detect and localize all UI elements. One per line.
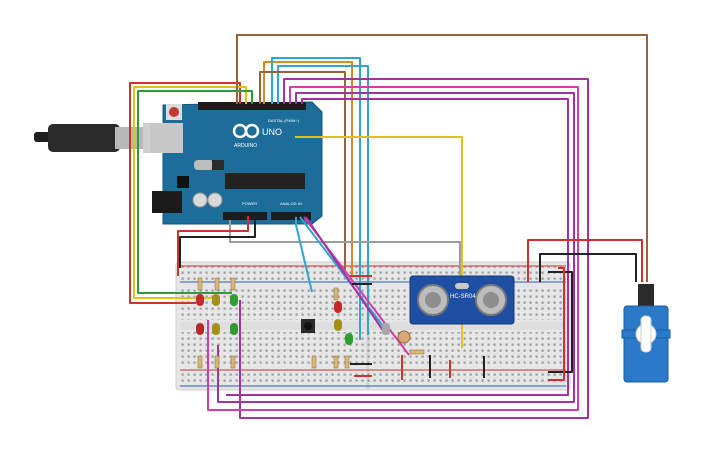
resistors[interactable]: [197, 277, 425, 369]
board-brand-label: ARDUINO: [234, 143, 257, 149]
reset-button[interactable]: [166, 104, 182, 120]
sensor-model-label: HC-SR04: [450, 294, 476, 300]
led-array[interactable]: [196, 294, 353, 345]
wires[interactable]: [129, 34, 648, 419]
led-red[interactable]: [334, 301, 342, 313]
digital-header-label: DIGITAL (PWM~): [268, 118, 300, 123]
pushbutton-icon[interactable]: [301, 319, 315, 333]
analog-header-label: ANALOG IN: [280, 201, 302, 206]
led-green[interactable]: [345, 333, 353, 345]
led-red[interactable]: [196, 294, 204, 306]
led-green[interactable]: [230, 323, 238, 335]
led-green[interactable]: [230, 294, 238, 306]
ultrasonic-sensor-icon[interactable]: HC-SR04: [409, 275, 515, 325]
photoresistor-icon[interactable]: [397, 330, 411, 344]
board-model-label: UNO: [262, 127, 282, 137]
arduino-logo: [232, 123, 260, 139]
led-red[interactable]: [196, 323, 204, 335]
servo-motor-icon[interactable]: [621, 284, 671, 383]
led-yellow[interactable]: [334, 319, 342, 331]
breadboard: [175, 261, 571, 391]
led-yellow[interactable]: [212, 294, 220, 306]
arduino-uno-board[interactable]: ARDUINO UNO DIGITAL (PWM~) POWER ANALOG …: [150, 101, 323, 225]
power-header-label: POWER: [242, 201, 257, 206]
component-grey[interactable]: [382, 323, 390, 335]
led-yellow[interactable]: [212, 323, 220, 335]
breadboard-jumpers: [350, 275, 485, 380]
usb-cable-icon[interactable]: [34, 123, 169, 153]
